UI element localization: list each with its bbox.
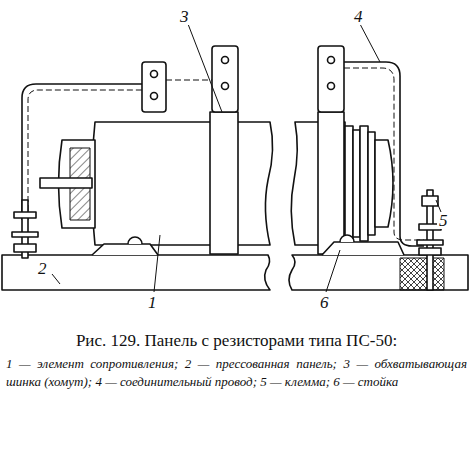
callout-number: 4 [352, 8, 365, 25]
caption-key: 1 — элемент сопротивления; 2 — прессован… [6, 355, 467, 390]
drawing-stroke [210, 112, 238, 254]
drawing-stroke [353, 130, 360, 237]
drawing-stroke [328, 57, 335, 64]
drawing-stroke [22, 84, 142, 220]
drawing-stroke [52, 274, 60, 284]
drawing-stroke [151, 93, 158, 100]
drawing-stroke [419, 248, 441, 255]
drawing-stroke [2, 255, 270, 290]
resistor-panel-drawing [0, 0, 473, 330]
drawing-stroke [2, 24, 468, 292]
drawing-stroke [344, 68, 424, 240]
drawing-stroke [154, 235, 160, 292]
drawing-stroke [28, 90, 142, 220]
callout-number: 3 [178, 8, 191, 25]
drawing-stroke [12, 232, 38, 237]
callout-number: 2 [36, 260, 49, 277]
drawing-stroke [400, 258, 444, 290]
drawing-stroke [322, 242, 404, 255]
drawing-stroke [92, 122, 273, 245]
drawing-stroke [14, 244, 36, 252]
drawing-stroke [318, 112, 344, 254]
drawing-stroke [151, 71, 158, 78]
drawing-stroke [417, 240, 443, 245]
drawing-stroke [422, 196, 438, 206]
callout-number: 1 [146, 294, 159, 311]
drawing-stroke [14, 212, 36, 218]
drawing-stroke [188, 24, 222, 112]
drawing-stroke [344, 62, 424, 246]
drawing-stroke [222, 57, 229, 64]
drawing-stroke [92, 244, 158, 255]
drawing-stroke [166, 79, 212, 80]
figure-caption: Рис. 129. Панель с резисторами типа ПС-5… [20, 330, 453, 351]
drawing-stroke [222, 83, 229, 90]
drawing-stroke [436, 200, 441, 212]
drawing-stroke [289, 255, 468, 290]
drawing-stroke [326, 250, 340, 292]
drawing-stroke [142, 62, 166, 112]
callout-number: 5 [437, 212, 450, 229]
drawing-stroke [360, 126, 368, 241]
drawing-stroke [368, 132, 375, 235]
drawing-stroke [212, 46, 238, 112]
drawing-stroke [375, 140, 393, 227]
drawing-stroke [318, 46, 344, 112]
drawing-stroke [345, 126, 353, 241]
drawing-stroke [328, 83, 335, 90]
drawing-stroke [52, 24, 441, 292]
drawing-stroke [360, 24, 380, 62]
drawing-stroke [40, 178, 92, 188]
callout-number: 6 [318, 294, 331, 311]
drawing-stroke [128, 237, 142, 244]
drawing-stroke [340, 235, 354, 242]
